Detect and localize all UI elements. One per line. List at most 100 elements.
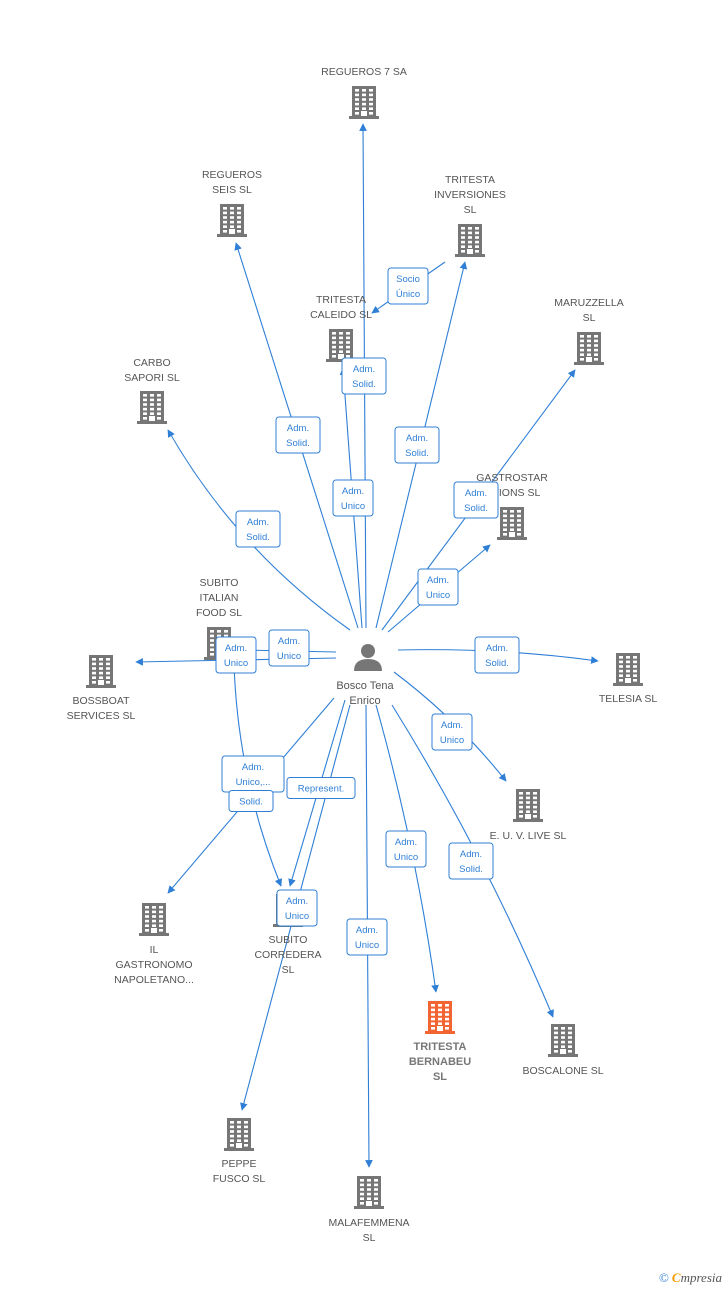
relationship-label[interactable]: Adm.Solid.: [394, 426, 440, 464]
relationship-label[interactable]: Adm.Unico: [385, 830, 427, 868]
company-name: MALAFEMMENA: [328, 1217, 409, 1229]
company-name: REGUEROS: [202, 169, 262, 181]
person-name-line1: Bosco Tena: [336, 680, 394, 692]
relationship-label-text: Adm.: [460, 849, 482, 860]
relationship-label-box: [385, 830, 427, 868]
relationship-label[interactable]: Solid.: [228, 790, 274, 812]
person-icon: [354, 644, 382, 671]
company-name: SUBITO: [269, 934, 308, 946]
relationship-label-text: Unico: [285, 911, 309, 922]
building-icon: [326, 329, 356, 362]
relationship-label-box: [268, 629, 310, 667]
company-node-regueros7[interactable]: REGUEROS 7 SA: [321, 66, 407, 119]
relationship-label-text: Solid.: [352, 379, 376, 390]
relationship-label-text: Unico,...: [236, 777, 271, 788]
company-node-gastronomo[interactable]: IL GASTRONOMO NAPOLETANO...: [114, 903, 194, 986]
relationship-label[interactable]: Adm.Solid.: [341, 357, 387, 395]
company-name: SL: [583, 312, 596, 324]
relationship-label-box: [228, 790, 274, 812]
company-name: CARBO: [133, 357, 170, 369]
relationship-label-box: [417, 568, 459, 606]
building-icon: [217, 204, 247, 237]
relationship-label[interactable]: Adm.Unico: [332, 479, 374, 517]
relationship-label-text: Adm.: [427, 575, 449, 586]
building-icon: [513, 789, 543, 822]
relationship-label[interactable]: Adm.Solid.: [448, 842, 494, 880]
relationship-label-box: [341, 357, 387, 395]
company-name: FOOD SL: [196, 607, 242, 619]
relationship-label-text: Adm.: [287, 423, 309, 434]
building-icon: [86, 655, 116, 688]
relationship-label-text: Adm.: [356, 925, 378, 936]
relationship-label-text: Unico: [355, 940, 379, 951]
relationship-label-text: Unico: [341, 501, 365, 512]
company-node-boscalone[interactable]: BOSCALONE SL: [522, 1024, 604, 1077]
relationship-label[interactable]: Adm.Solid.: [474, 636, 520, 674]
company-name: NAPOLETANO...: [114, 974, 194, 986]
company-name: SEIS SL: [212, 184, 252, 196]
company-node-malafemmena[interactable]: MALAFEMMENA SL: [328, 1176, 410, 1244]
relationship-label-box: [275, 416, 321, 454]
relationship-label[interactable]: Adm.Unico: [215, 636, 257, 674]
relationship-label-box: [431, 713, 473, 751]
building-icon: [349, 86, 379, 119]
relationship-label-box: [453, 481, 499, 519]
relationship-label[interactable]: Adm.Unico: [276, 889, 318, 927]
relationship-label[interactable]: Adm.Solid.: [235, 510, 281, 548]
company-name: SL: [363, 1232, 376, 1244]
relationship-label-text: Adm.: [242, 762, 264, 773]
relationship-label[interactable]: Adm.Unico: [431, 713, 473, 751]
company-name: REGUEROS 7 SA: [321, 66, 407, 78]
relationship-label-box: [387, 267, 429, 305]
relationship-label[interactable]: Adm.Solid.: [275, 416, 321, 454]
relationship-label[interactable]: Adm. Unico: [346, 918, 388, 956]
company-name: GASTRONOMO: [115, 959, 192, 971]
relationship-label-box: [276, 889, 318, 927]
relationship-label-text: Unico: [426, 590, 450, 601]
relationship-label[interactable]: Adm.Solid.: [453, 481, 499, 519]
company-node-carbo[interactable]: CARBO SAPORI SL: [124, 357, 180, 424]
relationship-label[interactable]: Adm. Unico,...: [221, 755, 285, 793]
company-name: BERNABEU: [409, 1056, 471, 1068]
relationship-label[interactable]: Adm. Unico: [268, 629, 310, 667]
relationship-label-box: [474, 636, 520, 674]
company-name: TELESIA SL: [599, 693, 658, 705]
company-name: SERVICES SL: [67, 710, 136, 722]
company-name: MARUZZELLA: [554, 297, 623, 309]
building-icon: [574, 332, 604, 365]
building-icon: [455, 224, 485, 257]
company-node-telesia[interactable]: TELESIA SL: [599, 653, 658, 705]
relationship-label-text: Adm.: [486, 643, 508, 654]
relationship-label-text: Adm.: [441, 720, 463, 731]
company-node-maruzzella[interactable]: MARUZZELLA SL: [554, 297, 624, 365]
company-node-reguerosseis[interactable]: REGUEROS SEIS SL: [202, 169, 262, 237]
relationship-label[interactable]: Adm. Unico: [417, 568, 459, 606]
relationship-label[interactable]: Represent.: [286, 777, 356, 799]
relationship-label-text: Adm.: [395, 837, 417, 848]
relationship-label-text: Unico: [277, 651, 301, 662]
company-name: E. U. V. LIVE SL: [490, 830, 567, 842]
company-name: INVERSIONES: [434, 189, 506, 201]
building-icon: [139, 903, 169, 936]
relationship-label-text: Adm.: [406, 433, 428, 444]
company-node-peppe[interactable]: PEPPE FUSCO SL: [213, 1118, 266, 1185]
building-icon: [137, 391, 167, 424]
company-name: PEPPE: [221, 1158, 256, 1170]
company-name: GASTROSTAR: [476, 472, 548, 484]
relationship-label-text: Adm.: [278, 636, 300, 647]
company-name: TRITESTA: [445, 174, 495, 186]
company-name: SAPORI SL: [124, 372, 180, 384]
relationship-label-box: [346, 918, 388, 956]
company-name: IL: [150, 944, 159, 956]
company-node-euv[interactable]: E. U. V. LIVE SL: [490, 789, 567, 842]
company-name: CORREDERA: [254, 949, 321, 961]
company-name: FUSCO SL: [213, 1173, 266, 1185]
copyright-icon: ©: [659, 1270, 669, 1285]
